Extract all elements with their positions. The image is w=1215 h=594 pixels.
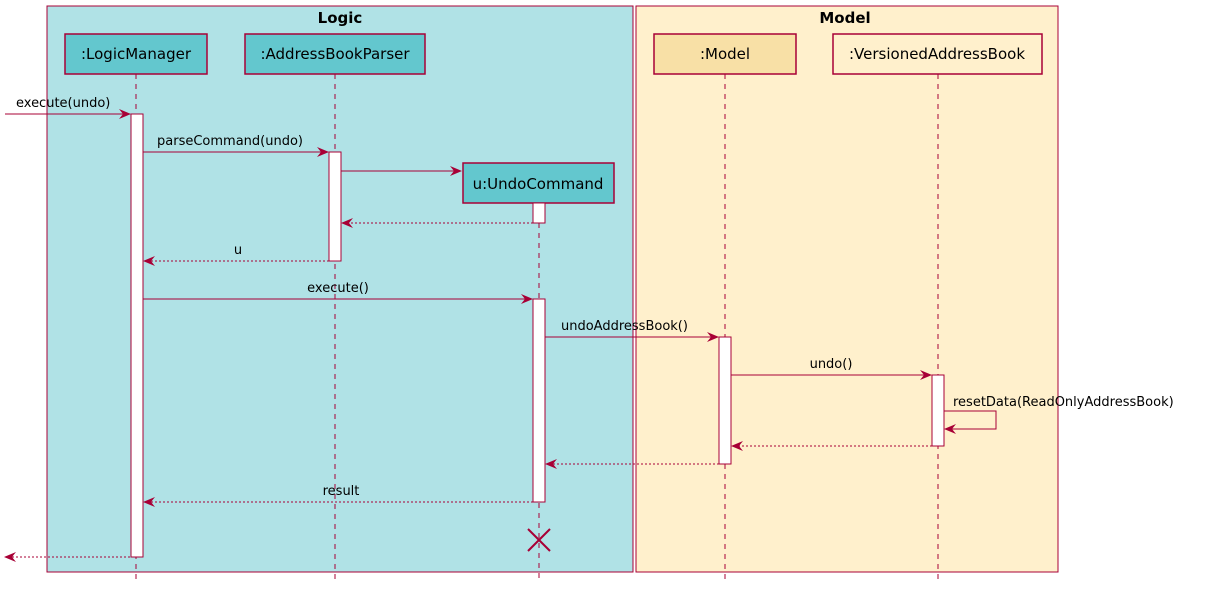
activation-logic-manager [130,113,144,558]
message-execute-label: execute() [307,281,369,296]
message-undo-label: undo() [810,357,853,372]
logic-box-title: Logic [318,9,363,27]
message-parse-command-label: parseCommand(undo) [157,134,303,149]
message-reset-data-label: resetData(ReadOnlyAddressBook) [953,395,1174,410]
message-undo: undo() [731,357,932,380]
message-return-u-label: u [234,243,242,258]
participant-logic-manager: :LogicManager [64,33,208,75]
message-return-u: u [143,243,329,266]
participant-model: :Model [653,33,797,75]
message-reset-data: resetData(ReadOnlyAddressBook) [944,395,1174,434]
activation-undo-command-create [532,202,546,224]
message-execute-undo: execute(undo) [5,96,131,119]
participant-undo-command: u:UndoCommand [462,162,615,204]
message-undo-address-book: undoAddressBook() [545,319,719,342]
participant-parser-label: :AddressBookParser [260,45,410,63]
message-result-label: result [323,484,360,499]
participant-parser: :AddressBookParser [244,33,426,75]
message-execute: execute() [143,281,533,304]
destroy-x-icon [527,528,551,552]
message-execute-undo-label: execute(undo) [16,96,110,111]
model-box: Model [635,5,1059,573]
participant-versioned-ab-label: :VersionedAddressBook [849,45,1025,63]
activation-model [718,336,732,465]
activation-undo-command-execute [532,298,546,503]
participant-logic-manager-label: :LogicManager [81,45,192,63]
participant-versioned-ab: :VersionedAddressBook [832,33,1043,75]
message-parse-command: parseCommand(undo) [143,134,329,157]
participant-undo-command-label: u:UndoCommand [473,175,604,193]
message-result: result [143,484,533,507]
activation-versioned-ab [931,374,945,447]
activation-parser [328,151,342,262]
participant-model-label: :Model [700,45,750,63]
message-undo-address-book-label: undoAddressBook() [561,319,688,334]
model-box-title: Model [819,9,870,27]
